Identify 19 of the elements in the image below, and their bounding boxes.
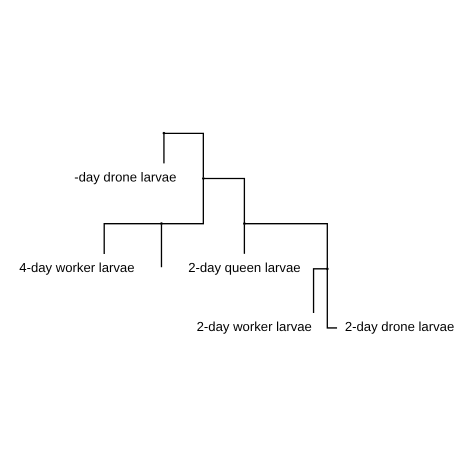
node-point [202,176,205,180]
node-point [243,222,246,224]
node-text: 2-day worker larvae [196,318,312,334]
connector [162,179,204,224]
node-text: 2-day queen larvae [188,259,301,274]
node-point [326,267,329,270]
connector [245,222,328,268]
node-point [160,222,163,224]
node-text: 4-day worker larvae [19,259,135,274]
connector [160,224,162,267]
connector [163,134,165,163]
connector [164,132,204,177]
node-text: -day drone larvae [74,169,176,184]
node-point [162,131,166,134]
connector [204,177,246,222]
node-text: 2-day drone larvae [344,318,454,334]
connector [244,224,246,254]
connector [312,268,326,313]
connector [104,222,160,254]
